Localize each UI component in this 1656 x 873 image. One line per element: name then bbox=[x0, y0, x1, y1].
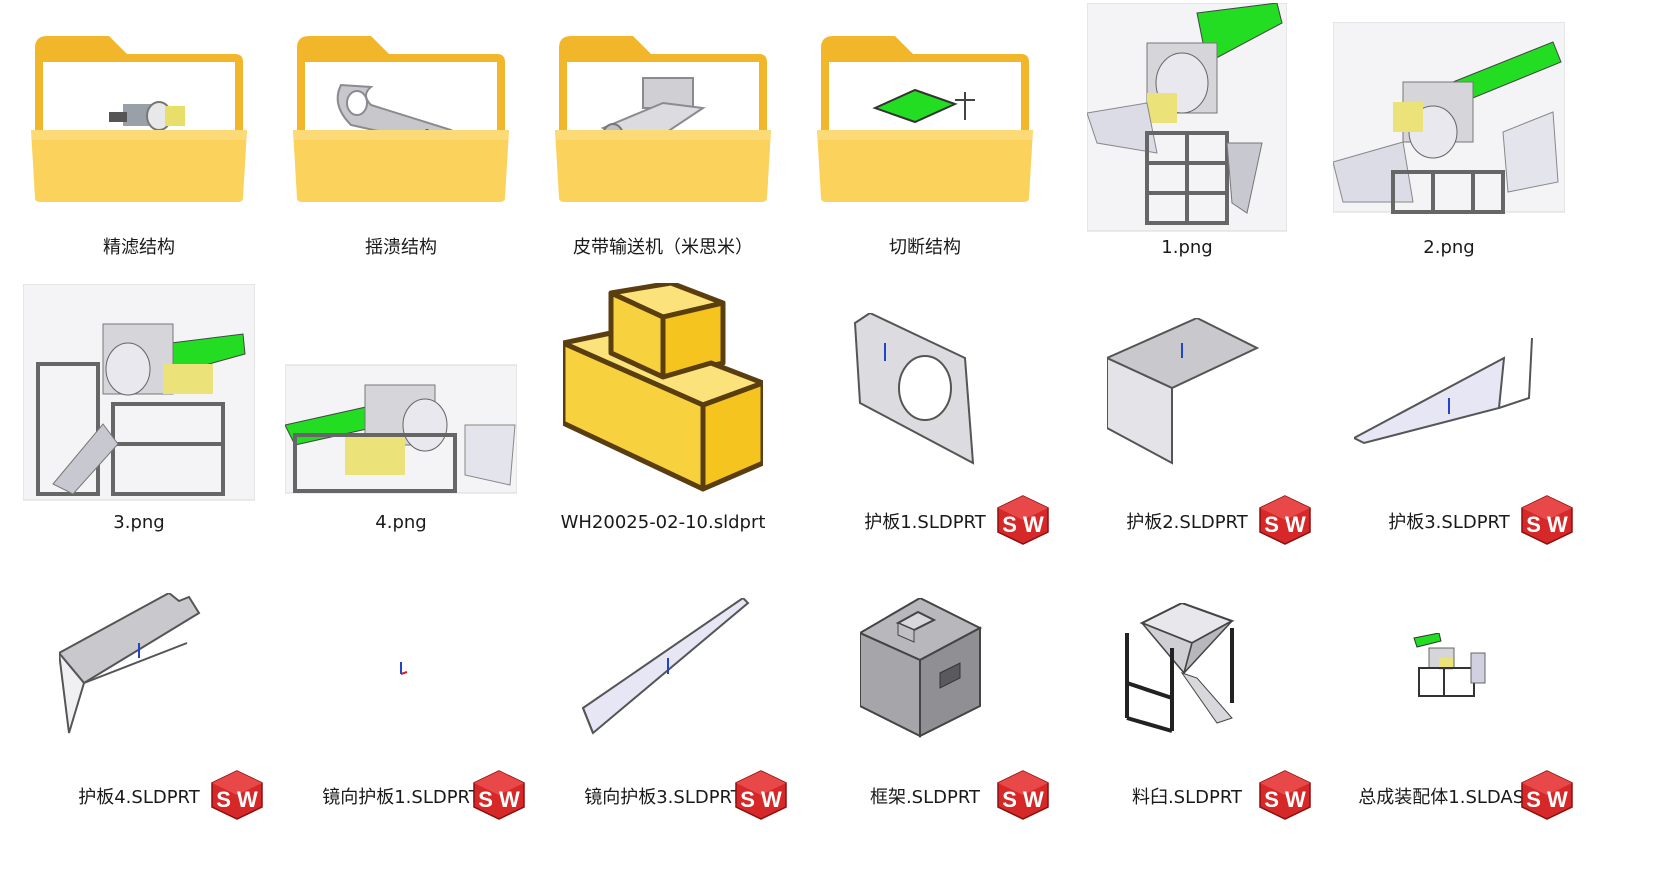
solidworks-part-icon bbox=[1062, 275, 1312, 510]
image-thumbnail bbox=[276, 275, 526, 510]
part-jingxiang-huban3[interactable]: 镜向护板3.SLDPRT S W bbox=[532, 550, 794, 825]
folder-icon bbox=[538, 0, 788, 235]
part-wh20025[interactable]: WH20025-02-10.sldprt bbox=[532, 275, 794, 550]
folder-jinglv[interactable]: 精滤结构 bbox=[8, 0, 270, 275]
part-huban3[interactable]: 护板3.SLDPRT S W bbox=[1318, 275, 1580, 550]
image-4[interactable]: 4.png bbox=[270, 275, 532, 550]
svg-text:S W: S W bbox=[216, 787, 258, 812]
folder-conveyor[interactable]: 皮带输送机（米思米） bbox=[532, 0, 794, 275]
solidworks-badge-icon: S W bbox=[1521, 770, 1573, 820]
image-3[interactable]: 3.png bbox=[8, 275, 270, 550]
solidworks-badge-icon: S W bbox=[1259, 770, 1311, 820]
item-label: 4.png bbox=[375, 512, 427, 533]
solidworks-badge-icon: S W bbox=[1259, 495, 1311, 545]
item-label: 护板2.SLDPRT bbox=[1126, 512, 1248, 533]
item-label: 框架.SLDPRT bbox=[869, 787, 981, 808]
solidworks-assembly-icon bbox=[1324, 550, 1574, 785]
image-thumbnail bbox=[1324, 0, 1574, 235]
item-label: 总成装配体1.SLDASM bbox=[1358, 787, 1540, 808]
item-label: 切断结构 bbox=[889, 237, 961, 258]
item-label: 揺溃结构 bbox=[365, 237, 437, 258]
folder-icon bbox=[276, 0, 526, 235]
folder-icon bbox=[14, 0, 264, 235]
solidworks-part-icon bbox=[14, 550, 264, 785]
item-label: 1.png bbox=[1161, 237, 1213, 258]
item-label: WH20025-02-10.sldprt bbox=[560, 512, 766, 533]
item-label: 镜向护板3.SLDPRT bbox=[584, 787, 742, 808]
solidworks-part-icon bbox=[538, 550, 788, 785]
solidworks-badge-icon: S W bbox=[997, 770, 1049, 820]
svg-text:S W: S W bbox=[1526, 512, 1568, 537]
part-huban1[interactable]: 护板1.SLDPRT S W bbox=[794, 275, 1056, 550]
image-thumbnail bbox=[14, 275, 264, 510]
item-label: 护板3.SLDPRT bbox=[1388, 512, 1510, 533]
solidworks-part-icon bbox=[276, 550, 526, 785]
solidworks-badge-icon: S W bbox=[211, 770, 263, 820]
part-huban2[interactable]: 护板2.SLDPRT S W bbox=[1056, 275, 1318, 550]
folder-yaokui[interactable]: 揺溃结构 bbox=[270, 0, 532, 275]
item-label: 皮带输送机（米思米） bbox=[573, 237, 753, 258]
item-label: 护板1.SLDPRT bbox=[864, 512, 986, 533]
solidworks-badge-icon: S W bbox=[735, 770, 787, 820]
item-label: 3.png bbox=[113, 512, 165, 533]
part-liaojiu[interactable]: 料臼.SLDPRT S W bbox=[1056, 550, 1318, 825]
solidworks-part-icon bbox=[800, 275, 1050, 510]
item-label: 料臼.SLDPRT bbox=[1131, 787, 1243, 808]
solidworks-badge-icon: S W bbox=[1521, 495, 1573, 545]
part-jingxiang-huban1[interactable]: 镜向护板1.SLDPRT S W bbox=[270, 550, 532, 825]
svg-text:S W: S W bbox=[1264, 787, 1306, 812]
image-thumbnail bbox=[1062, 0, 1312, 235]
folder-icon bbox=[800, 0, 1050, 235]
solidworks-part-icon bbox=[1324, 275, 1574, 510]
svg-text:S W: S W bbox=[1264, 512, 1306, 537]
svg-text:S W: S W bbox=[1526, 787, 1568, 812]
item-label: 精滤结构 bbox=[103, 237, 175, 258]
solidworks-part-icon bbox=[800, 550, 1050, 785]
solidworks-part-icon bbox=[538, 275, 788, 510]
svg-text:S W: S W bbox=[1002, 787, 1044, 812]
item-label: 护板4.SLDPRT bbox=[78, 787, 200, 808]
image-2[interactable]: 2.png bbox=[1318, 0, 1580, 275]
solidworks-badge-icon: S W bbox=[473, 770, 525, 820]
solidworks-part-icon bbox=[1062, 550, 1312, 785]
svg-text:S W: S W bbox=[740, 787, 782, 812]
assembly-zongcheng[interactable]: 总成装配体1.SLDASM S W bbox=[1318, 550, 1580, 825]
image-1[interactable]: 1.png bbox=[1056, 0, 1318, 275]
item-label: 2.png bbox=[1423, 237, 1475, 258]
item-label: 镜向护板1.SLDPRT bbox=[322, 787, 480, 808]
part-kuangjia[interactable]: 框架.SLDPRT S W bbox=[794, 550, 1056, 825]
folder-qieduan[interactable]: 切断结构 bbox=[794, 0, 1056, 275]
part-huban4[interactable]: 护板4.SLDPRT S W bbox=[8, 550, 270, 825]
solidworks-badge-icon: S W bbox=[997, 495, 1049, 545]
svg-text:S W: S W bbox=[478, 787, 520, 812]
svg-text:S W: S W bbox=[1002, 512, 1044, 537]
